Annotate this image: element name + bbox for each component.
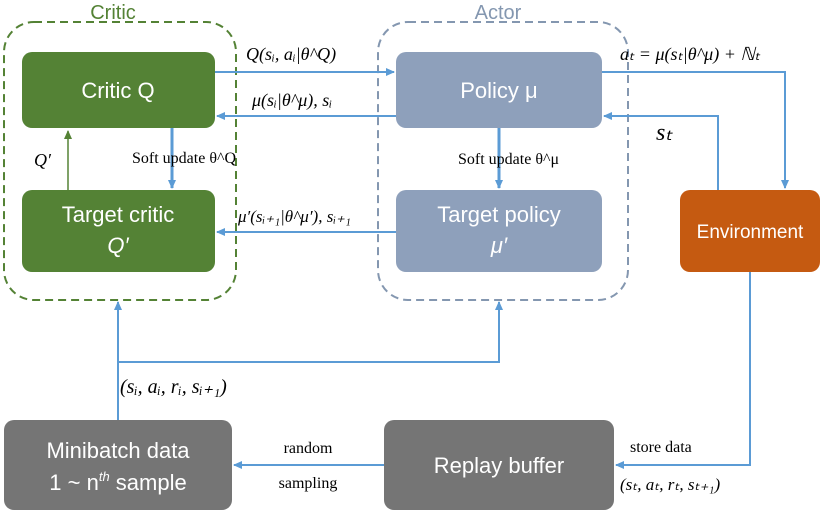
minibatch-box xyxy=(4,420,232,510)
critic-q-label: Critic Q xyxy=(81,78,154,103)
target-critic-box xyxy=(22,190,215,272)
soft-update-mu-label: Soft update θ^μ xyxy=(458,151,559,168)
target-critic-symbol: Q′ xyxy=(107,233,129,258)
state-arrow xyxy=(603,112,719,190)
target-critic-label: Target critic xyxy=(62,202,174,227)
store-data-arrow xyxy=(615,272,751,469)
replay-buffer-box xyxy=(384,420,614,510)
target-policy-input-label: μ′(sᵢ₊₁|θ^μ′), sᵢ₊₁ xyxy=(237,207,351,226)
actor-group-outline xyxy=(377,21,629,301)
minibatch-tuple-label: (sᵢ, aᵢ, rᵢ, sᵢ₊₁) xyxy=(120,376,227,398)
actor-group-title: Actor xyxy=(475,2,522,24)
state-label: sₜ xyxy=(656,120,673,146)
policy-input-label: μ(sᵢ|θ^μ), sᵢ xyxy=(251,90,332,111)
environment-box xyxy=(680,190,820,272)
minibatch-to-actor-arrow xyxy=(118,301,503,363)
sampling-label: sampling xyxy=(279,475,338,492)
policy-box xyxy=(396,52,602,128)
environment-label: Environment xyxy=(697,222,804,243)
replay-buffer-label: Replay buffer xyxy=(434,453,564,478)
minibatch-sample-label: 1 ~ nth sample xyxy=(49,469,186,495)
critic-q-box xyxy=(22,52,215,128)
transition-label: (sₜ, aₜ, rₜ, sₜ₊₁) xyxy=(620,475,720,494)
minibatch-label: Minibatch data xyxy=(46,438,190,463)
action-arrow xyxy=(602,71,789,189)
action-label: aₜ = μ(sₜ|θ^μ) + ℕₜ xyxy=(620,44,761,65)
target-policy-label: Target policy xyxy=(437,202,561,227)
q-value-label: Q(sᵢ, aᵢ|θ^Q) xyxy=(246,44,336,65)
target-policy-box xyxy=(396,190,602,272)
soft-update-q-label: Soft update θ^Q xyxy=(132,150,236,167)
q-prime-label: Q′ xyxy=(34,150,52,170)
critic-group-title: Critic xyxy=(90,2,136,24)
critic-group-outline xyxy=(3,21,237,301)
random-label: random xyxy=(284,440,333,457)
policy-label: Policy μ xyxy=(460,78,537,103)
store-data-label: store data xyxy=(630,439,692,456)
target-policy-symbol: μ′ xyxy=(490,233,508,258)
